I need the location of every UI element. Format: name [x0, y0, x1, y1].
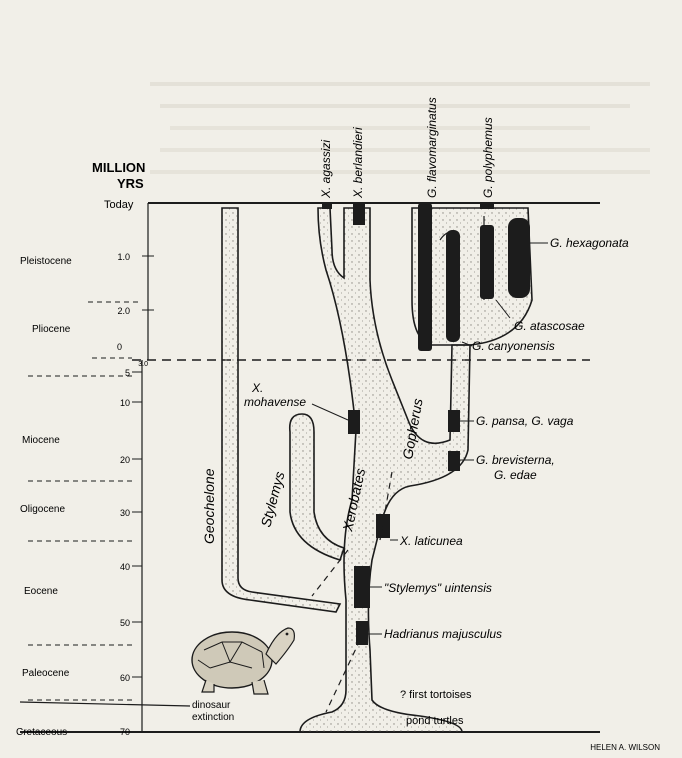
tick-label-4: 3.0: [138, 361, 148, 368]
tick-label-3: 0: [117, 342, 122, 352]
label-extinction: extinction: [192, 712, 234, 723]
bar-g-brevisterna: [448, 451, 460, 471]
label-geochelone: Geochelone: [201, 468, 217, 544]
tortoise-eye: [286, 633, 289, 636]
label-g-atascosae: G. atascosae: [514, 319, 585, 333]
tick-label-10: 50: [120, 618, 130, 628]
label-x-berlandieri: X. berlandieri: [351, 127, 365, 199]
tortoise-illustration: [192, 628, 294, 694]
tick-label-8: 30: [120, 508, 130, 518]
bar-g-hexagonata: [508, 218, 530, 298]
extinction-line: [20, 702, 190, 706]
tick-label-9: 40: [120, 562, 130, 572]
tick-label-6: 10: [120, 398, 130, 408]
bar-x-agassizi: [322, 203, 332, 209]
stylemys-lineage: [290, 414, 344, 560]
tick-label-1: 1.0: [117, 252, 130, 262]
scale-title-yrs: YRS: [117, 176, 144, 191]
label-g-brevisterna: G. brevisterna,: [476, 453, 555, 467]
credit: HELEN A. WILSON: [590, 743, 660, 752]
label-first-tortoises: ? first tortoises: [400, 689, 472, 701]
leader-mohavense: [312, 404, 348, 420]
label-g-flavomarginatus: G. flavomarginatus: [425, 97, 439, 198]
label-dinosaur: dinosaur: [192, 700, 231, 711]
epoch-pleistocene: Pleistocene: [20, 256, 72, 267]
bar-hadrianus: [356, 621, 368, 645]
label-x-laticunea: X. laticunea: [399, 534, 463, 548]
bar-x-mohavense: [348, 410, 360, 434]
label-g-canyonensis: G. canyonensis: [472, 339, 555, 353]
bar-x-laticunea: [376, 514, 390, 538]
label-g-pansa-vaga: G. pansa, G. vaga: [476, 414, 574, 428]
label-pond-turtles: pond turtles: [406, 715, 464, 727]
bar-g-canyonensis: [446, 230, 460, 342]
epoch-labels: Pleistocene Pliocene Miocene Oligocene E…: [16, 256, 72, 738]
bar-x-berlandieri: [353, 203, 365, 225]
label-x-mohavense-1: X.: [251, 381, 263, 395]
label-stylemys: Stylemys: [257, 470, 287, 529]
epoch-oligocene: Oligocene: [20, 504, 65, 515]
label-stylemys-uintensis: "Stylemys" uintensis: [384, 581, 492, 595]
epoch-pliocene: Pliocene: [32, 324, 71, 335]
bar-g-atascosae: [480, 225, 494, 299]
today-label: Today: [104, 199, 134, 211]
bar-g-polyphemus: [480, 203, 494, 209]
label-hadrianus: Hadrianus majusculus: [384, 627, 502, 641]
label-g-edae: G. edae: [494, 468, 537, 482]
bar-g-flavomarginatus: [418, 203, 432, 351]
epoch-cretaceous: Cretaceous: [16, 727, 67, 738]
background-page-text: [150, 82, 650, 174]
tick-label-12: 70: [120, 727, 130, 737]
label-x-mohavense-2: mohavense: [244, 395, 306, 409]
epoch-eocene: Eocene: [24, 586, 58, 597]
label-g-polyphemus: G. polyphemus: [481, 117, 495, 198]
bar-g-pansa-vaga: [448, 410, 460, 432]
tortoise-head: [266, 628, 294, 664]
label-x-agassizi: X. agassizi: [319, 140, 333, 199]
scale-title: MILLION: [92, 160, 145, 175]
epoch-paleocene: Paleocene: [22, 668, 70, 679]
tick-label-11: 60: [120, 673, 130, 683]
epoch-miocene: Miocene: [22, 435, 60, 446]
label-g-hexagonata: G. hexagonata: [550, 236, 629, 250]
tortoise-shell: [192, 632, 272, 688]
tick-label-2: 2.0: [117, 306, 130, 316]
tick-label-7: 20: [120, 455, 130, 465]
bar-stylemys-uintensis: [354, 566, 370, 608]
